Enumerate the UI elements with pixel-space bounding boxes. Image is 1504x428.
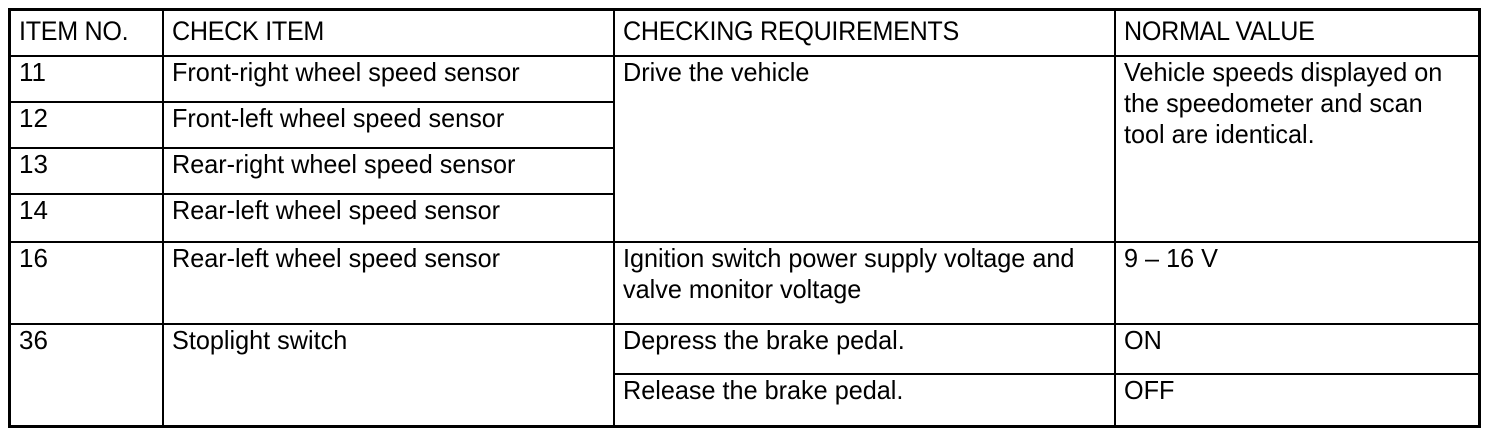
cell-item-no: 16 (8, 241, 164, 325)
cell-item-no: 36 (8, 323, 164, 428)
checking-requirements-value: Drive the vehicle (622, 57, 809, 87)
checking-requirements-value: Depress the brake pedal. (622, 325, 905, 355)
table-body: 11 Front-right wheel speed sensor Drive … (8, 55, 1481, 428)
cell-checking-requirements: Ignition switch power supply voltage and… (612, 241, 1116, 325)
table-row: Release the brake pedal. OFF (10, 373, 1481, 428)
check-item-value: Rear-right wheel speed sensor (171, 149, 515, 179)
item-no-value: 36 (19, 325, 48, 355)
column-header-check-item-label: CHECK ITEM (171, 16, 324, 46)
table-row: 14 Rear-left wheel speed sensor (8, 193, 1480, 243)
item-no-value: 14 (19, 195, 48, 225)
cell-check-item: Front-right wheel speed sensor (161, 55, 615, 103)
column-header-checking-requirements-label: CHECKING REQUIREMENTS (622, 16, 959, 46)
cell-normal-value: Vehicle speeds displayed on the speedome… (1113, 55, 1481, 243)
check-item-value: Rear-left wheel speed sensor (171, 243, 500, 273)
normal-value-value: Vehicle speeds displayed on the speedome… (1123, 57, 1442, 149)
cell-normal-value: 9 – 16 V (1113, 241, 1481, 325)
check-item-value: Front-left wheel speed sensor (171, 103, 504, 133)
table-row: 16 Rear-left wheel speed sensor Ignition… (8, 241, 1481, 325)
column-header-normal-value: NORMAL VALUE (1113, 8, 1481, 57)
cell-check-item: Stoplight switch (161, 323, 615, 428)
table-row: 13 Rear-right wheel speed sensor (8, 147, 1480, 195)
cell-normal-value: ON (1113, 323, 1481, 375)
check-item-value: Rear-left wheel speed sensor (171, 195, 500, 225)
checking-requirements-value: Ignition switch power supply voltage and… (622, 243, 1074, 304)
check-item-value: Front-right wheel speed sensor (171, 57, 520, 87)
item-no-value: 13 (19, 149, 48, 179)
column-header-normal-value-label: NORMAL VALUE (1123, 16, 1315, 46)
column-header-checking-requirements: CHECKING REQUIREMENTS (612, 8, 1116, 57)
cell-item-no: 14 (8, 193, 164, 243)
cell-item-no: 13 (8, 147, 164, 195)
checking-requirements-value: Release the brake pedal. (622, 375, 903, 405)
table-row: 12 Front-left wheel speed sensor (8, 101, 1480, 149)
table-header-row: ITEM NO. CHECK ITEM CHECKING REQUIREMENT… (8, 8, 1481, 57)
cell-check-item: Rear-left wheel speed sensor (161, 193, 615, 243)
normal-value-value: OFF (1123, 375, 1174, 405)
table-header: ITEM NO. CHECK ITEM CHECKING REQUIREMENT… (8, 8, 1481, 57)
inspection-table: ITEM NO. CHECK ITEM CHECKING REQUIREMENT… (8, 8, 1481, 428)
column-header-check-item: CHECK ITEM (161, 8, 615, 57)
item-no-value: 11 (19, 57, 46, 87)
table-row: 36 Stoplight switch Depress the brake pe… (8, 323, 1481, 428)
normal-value-value: ON (1123, 325, 1162, 355)
cell-item-no: 12 (8, 101, 164, 149)
check-item-value: Stoplight switch (171, 325, 347, 355)
cell-checking-requirements: Depress the brake pedal. (612, 323, 1116, 375)
column-header-item-no: ITEM NO. (8, 8, 164, 57)
column-header-item-no-label: ITEM NO. (19, 16, 129, 46)
cell-check-item: Rear-left wheel speed sensor (161, 241, 615, 325)
item-no-value: 16 (19, 243, 48, 273)
table-row: 11 Front-right wheel speed sensor Drive … (8, 55, 1481, 243)
cell-checking-requirements: Drive the vehicle (612, 55, 1116, 243)
cell-normal-value: OFF (1113, 373, 1481, 428)
cell-check-item: Front-left wheel speed sensor (161, 101, 615, 149)
cell-checking-requirements: Release the brake pedal. (612, 373, 1116, 428)
cell-item-no: 11 (8, 55, 164, 103)
normal-value-value: 9 – 16 V (1123, 243, 1218, 273)
cell-check-item: Rear-right wheel speed sensor (161, 147, 615, 195)
item-no-value: 12 (19, 103, 48, 133)
